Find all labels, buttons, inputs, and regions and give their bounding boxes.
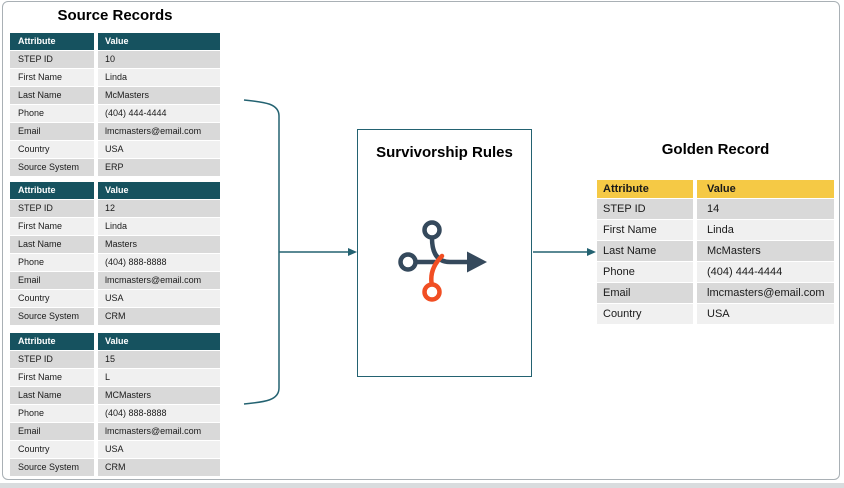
value-cell: Linda [697,220,834,240]
attribute-cell: STEP ID [10,200,94,217]
attribute-cell: STEP ID [10,351,94,368]
attribute-cell: Last Name [10,387,94,404]
attribute-cell: Last Name [10,236,94,253]
value-cell: Linda [98,69,220,86]
attribute-cell: Country [10,290,94,307]
header-cell-value: Value [98,333,220,350]
value-cell: lmcmasters@email.com [98,123,220,140]
source-table-2: Attribute Value STEP ID 12 First Name Li… [10,182,220,325]
value-cell: lmcmasters@email.com [98,423,220,440]
attribute-cell: Country [10,141,94,158]
value-cell: ERP [98,159,220,176]
value-cell: (404) 888-8888 [98,254,220,271]
attribute-cell: Email [10,123,94,140]
value-cell: (404) 888-8888 [98,405,220,422]
survivorship-rules-title: Survivorship Rules [376,144,513,161]
value-cell: McMasters [98,87,220,104]
attribute-cell: Email [597,283,693,303]
golden-record-table: Attribute Value STEP ID 14 First Name Li… [597,180,834,324]
attribute-cell: Phone [10,254,94,271]
page-border [2,1,840,480]
merge-branch-icon [398,220,487,302]
header-cell-attribute: Attribute [597,180,693,198]
value-cell: Masters [98,236,220,253]
value-cell: (404) 444-4444 [98,105,220,122]
attribute-cell: Source System [10,308,94,325]
value-cell: 14 [697,199,834,219]
header-cell-value: Value [697,180,834,198]
attribute-cell: First Name [10,69,94,86]
header-cell-value: Value [98,182,220,199]
attribute-cell: STEP ID [10,51,94,68]
attribute-cell: Phone [10,405,94,422]
bottom-edge-strip [0,483,844,488]
attribute-cell: First Name [10,369,94,386]
header-cell-value: Value [98,33,220,50]
header-cell-attribute: Attribute [10,33,94,50]
attribute-cell: Phone [10,105,94,122]
attribute-cell: Email [10,423,94,440]
value-cell: USA [98,290,220,307]
value-cell: Linda [98,218,220,235]
source-table-3: Attribute Value STEP ID 15 First Name L … [10,333,220,476]
value-cell: 12 [98,200,220,217]
value-cell: McMasters [697,241,834,261]
value-cell: CRM [98,308,220,325]
value-cell: USA [697,304,834,324]
attribute-cell: First Name [10,218,94,235]
value-cell: (404) 444-4444 [697,262,834,282]
golden-record-title: Golden Record [661,141,770,158]
source-table-1: Attribute Value STEP ID 10 First Name Li… [10,33,220,176]
header-cell-attribute: Attribute [10,333,94,350]
attribute-cell: Last Name [10,87,94,104]
value-cell: lmcmasters@email.com [697,283,834,303]
value-cell: 15 [98,351,220,368]
attribute-cell: Phone [597,262,693,282]
value-cell: USA [98,441,220,458]
source-records-title: Source Records [57,7,173,24]
value-cell: MCMasters [98,387,220,404]
value-cell: lmcmasters@email.com [98,272,220,289]
attribute-cell: Source System [10,459,94,476]
value-cell: L [98,369,220,386]
attribute-cell: Country [597,304,693,324]
attribute-cell: Last Name [597,241,693,261]
attribute-cell: First Name [597,220,693,240]
attribute-cell: Source System [10,159,94,176]
attribute-cell: Email [10,272,94,289]
attribute-cell: Country [10,441,94,458]
survivorship-rules-box: Survivorship Rules [357,129,532,377]
value-cell: CRM [98,459,220,476]
value-cell: USA [98,141,220,158]
header-cell-attribute: Attribute [10,182,94,199]
attribute-cell: STEP ID [597,199,693,219]
value-cell: 10 [98,51,220,68]
